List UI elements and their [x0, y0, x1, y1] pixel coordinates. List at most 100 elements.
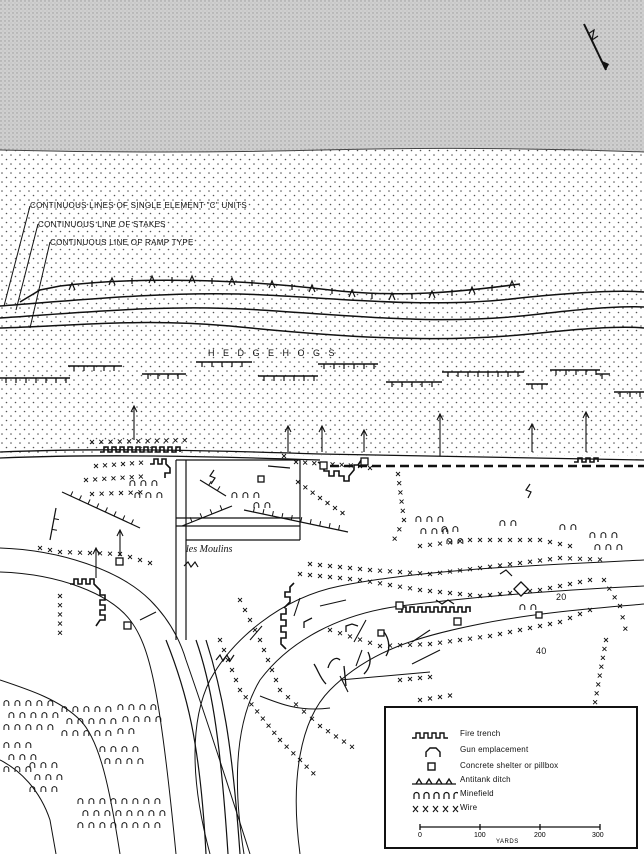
arrow-line — [319, 599, 347, 607]
mine-mark — [570, 524, 577, 530]
wire-mark — [467, 566, 473, 572]
mine-mark — [83, 706, 90, 712]
wire-mark — [517, 627, 523, 633]
arrow-head — [284, 424, 292, 433]
wire-mark — [277, 687, 283, 693]
antitank-ditch-icon — [412, 777, 456, 785]
ditch-tooth — [300, 517, 303, 523]
wire-mark — [417, 642, 423, 647]
wire-mark — [128, 490, 133, 495]
ditch-tooth — [208, 480, 212, 486]
fire-trenches — [70, 446, 599, 650]
wire-mark — [136, 438, 141, 444]
wire-mark — [311, 460, 317, 466]
mine-mark — [14, 700, 21, 706]
wire-mark — [357, 566, 363, 572]
ditch-tooth — [216, 486, 221, 491]
arrow-head — [318, 424, 326, 433]
wire-mark — [291, 751, 296, 756]
mine-mark — [594, 544, 601, 550]
mine-mark — [148, 810, 155, 816]
mine-mark — [40, 762, 47, 768]
mine-mark — [104, 810, 111, 816]
wire-mark — [400, 508, 406, 514]
wire-mark — [427, 571, 433, 577]
mine-mark — [253, 492, 260, 498]
wire-mark — [398, 490, 403, 495]
wire-mark — [387, 569, 393, 574]
mine-mark — [121, 798, 128, 804]
ditch-line — [243, 509, 349, 533]
ditch-tooth — [209, 509, 213, 515]
mine-mark — [140, 480, 147, 486]
wire-mark — [138, 474, 144, 479]
mine-mark — [3, 700, 10, 706]
mine-mark — [30, 754, 37, 760]
ditch-tooth — [199, 513, 203, 519]
wire-mark — [507, 561, 513, 567]
wire-mark — [467, 636, 473, 641]
wire-mark — [527, 537, 533, 543]
wire-mark — [147, 560, 153, 566]
gun-emplacement-icon — [425, 747, 441, 757]
wire-mark — [395, 471, 401, 477]
wire-mark — [257, 637, 263, 643]
mine-mark — [40, 786, 47, 792]
mine-mark — [126, 810, 133, 816]
sea-wall — [0, 449, 644, 468]
ditch-tooth — [328, 523, 331, 529]
wire-mark — [567, 543, 573, 549]
mine-mark — [457, 538, 464, 544]
mine-mark — [426, 516, 433, 522]
mine-mark — [559, 524, 566, 530]
wire-mark — [117, 439, 123, 444]
wire-mark — [327, 574, 333, 580]
hedgehog-rows — [0, 361, 644, 397]
ditch-tooth — [130, 519, 134, 525]
wire-mark — [266, 723, 271, 729]
obstacle-mark — [348, 288, 356, 298]
legend-label: Wire — [460, 803, 478, 812]
mine-mark — [110, 822, 117, 828]
mine-mark — [137, 810, 144, 816]
wire-mark — [118, 490, 124, 496]
wire-mark — [311, 771, 316, 776]
beach-arrows — [92, 404, 590, 693]
wire-mark — [497, 591, 503, 597]
gun-emplacements — [303, 617, 390, 687]
mine-mark — [45, 774, 52, 780]
wire-mark — [537, 537, 543, 543]
mine-mark — [8, 754, 15, 760]
ditch-tooth — [262, 509, 265, 515]
wire-mark — [537, 558, 543, 563]
wire-mark — [623, 626, 628, 631]
wire-mark — [101, 476, 107, 482]
mine-mark — [72, 706, 79, 712]
minefield-icon — [413, 791, 458, 799]
legend-label: Gun emplacement — [460, 745, 529, 754]
wire-mark — [173, 438, 178, 443]
arrow-head — [528, 422, 536, 431]
mine-mark — [94, 706, 101, 712]
wire-mark — [612, 595, 617, 600]
tidal-lines — [0, 290, 644, 340]
wire-mark — [367, 640, 373, 646]
ditch-tooth — [51, 528, 58, 531]
scale-unit: YARDS — [496, 839, 519, 845]
mine-mark — [115, 810, 122, 816]
mine-mark — [93, 810, 100, 816]
mine-mark — [77, 718, 84, 724]
wire-mark — [377, 568, 383, 573]
contour-20-label: 20 — [556, 592, 567, 602]
mine-mark — [14, 724, 21, 730]
obstacle-mark — [388, 291, 396, 301]
mine-mark — [3, 742, 10, 748]
wire-mark — [340, 510, 345, 516]
mine-mark — [56, 774, 63, 780]
element-c-obstacle-line — [19, 279, 521, 303]
arrow-head — [116, 528, 124, 537]
wire-mark — [497, 631, 503, 637]
wire-mark — [182, 437, 188, 443]
mine-mark — [132, 746, 139, 752]
